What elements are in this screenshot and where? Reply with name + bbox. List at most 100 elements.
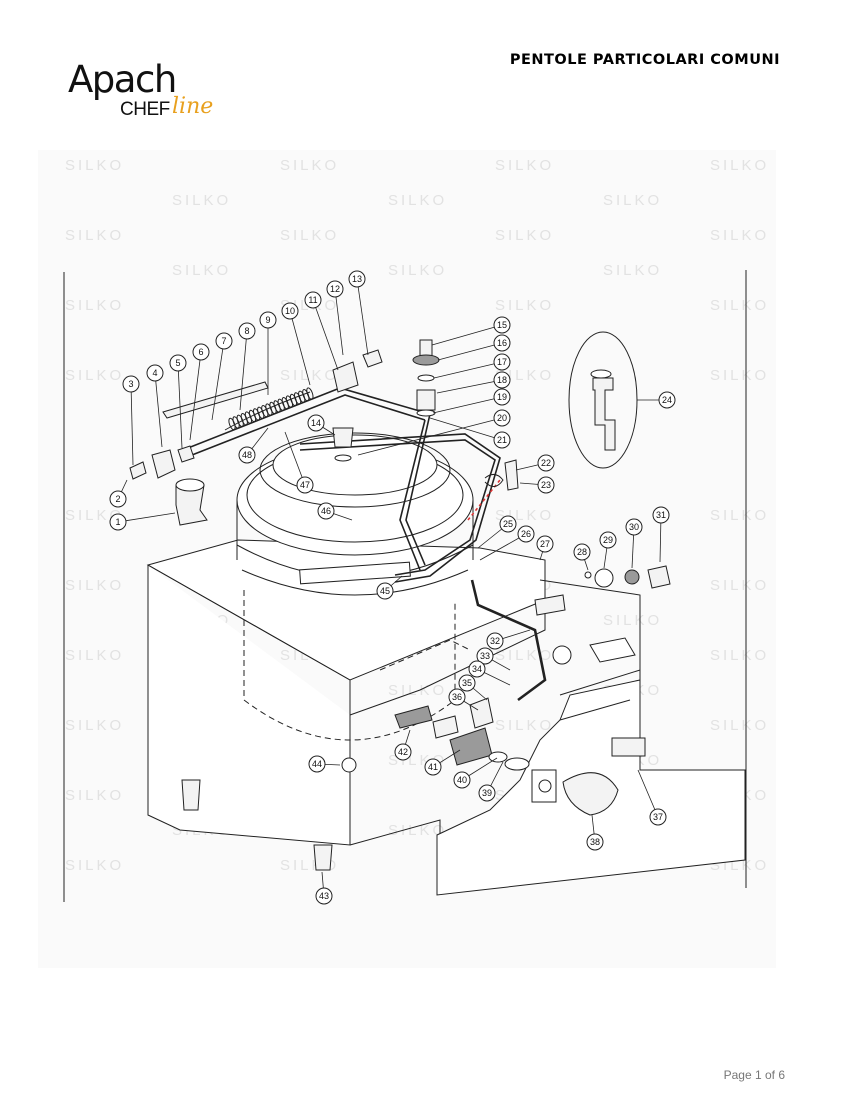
part-callout-label: 43 [319, 891, 329, 901]
part-callout-6: 6 [192, 343, 210, 361]
part-callout-22: 22 [537, 454, 555, 472]
part-callout-label: 2 [115, 494, 120, 504]
part-callout-30: 30 [625, 518, 643, 536]
part-callout-16: 16 [493, 334, 511, 352]
part-callout-label: 13 [352, 274, 362, 284]
leader-line [177, 362, 183, 449]
watermark-text: SILKO [710, 227, 769, 244]
watermark-text: SILKO [65, 647, 124, 664]
part-callout-39: 39 [478, 784, 496, 802]
part-callout-44: 44 [308, 755, 326, 773]
logo-script: line [172, 94, 214, 119]
part-callout-label: 28 [577, 547, 587, 557]
part-callout-label: 27 [540, 539, 550, 549]
part-callout-label: 3 [128, 379, 133, 389]
part-callout-9: 9 [259, 311, 277, 329]
leader-line [312, 299, 339, 371]
part-callout-label: 20 [497, 413, 507, 423]
watermark-text: SILKO [65, 157, 124, 174]
part-callout-label: 9 [265, 315, 270, 325]
part-callout-label: 22 [541, 458, 551, 468]
part-callout-label: 17 [497, 357, 507, 367]
watermark-text: SILKO [495, 647, 554, 664]
part-callout-label: 34 [472, 664, 482, 674]
part-callout-label: 23 [541, 480, 551, 490]
leader-line [154, 372, 163, 448]
part-callout-label: 38 [590, 837, 600, 847]
watermark-text: SILKO [280, 157, 339, 174]
part-callout-label: 12 [330, 284, 340, 294]
watermark-text: SILKO [65, 717, 124, 734]
part-callout-label: 35 [462, 678, 472, 688]
part-callout-15: 15 [493, 316, 511, 334]
part-callout-25: 25 [499, 515, 517, 533]
watermark-text: SILKO [172, 192, 231, 209]
part-callout-36: 36 [448, 688, 466, 706]
leader-line [433, 361, 503, 379]
part-callout-14: 14 [307, 414, 325, 432]
leader-line [437, 342, 503, 361]
part-callout-13: 13 [348, 270, 366, 288]
watermark-text: SILKO [710, 507, 769, 524]
leader-line [356, 278, 369, 356]
watermark-text: SILKO [603, 262, 662, 279]
watermark-text: SILKO [172, 262, 231, 279]
part-callout-42: 42 [394, 743, 412, 761]
part-callout-46: 46 [317, 502, 335, 520]
leader-line [429, 417, 503, 441]
part-callout-label: 47 [300, 480, 310, 490]
part-callout-29: 29 [599, 531, 617, 549]
part-callout-27: 27 [536, 535, 554, 553]
leader-line [284, 431, 306, 486]
part-callout-32: 32 [486, 632, 504, 650]
part-callout-11: 11 [304, 291, 322, 309]
watermark-text: SILKO [710, 647, 769, 664]
part-callout-41: 41 [424, 758, 442, 776]
part-callout-8: 8 [238, 322, 256, 340]
watermark-text: SILKO [710, 367, 769, 384]
part-callout-label: 41 [428, 762, 438, 772]
leader-line [189, 351, 202, 441]
appliance-body [146, 432, 746, 896]
part-callout-20: 20 [493, 409, 511, 427]
part-callout-label: 5 [175, 358, 180, 368]
watermark-text: SILKO [388, 262, 447, 279]
part-callout-label: 16 [497, 338, 507, 348]
part-callout-47: 47 [296, 476, 314, 494]
part-callout-23: 23 [537, 476, 555, 494]
part-callout-label: 48 [242, 450, 252, 460]
leader-line [431, 324, 503, 346]
part-callout-label: 11 [308, 295, 317, 305]
leader-line [289, 310, 311, 386]
part-callout-38: 38 [586, 833, 604, 851]
part-callout-label: 40 [457, 775, 467, 785]
part-callout-43: 43 [315, 887, 333, 905]
watermark-text: SILKO [603, 612, 662, 629]
watermark-text: SILKO [603, 192, 662, 209]
watermark-text: SILKO [280, 367, 339, 384]
part-callout-28: 28 [573, 543, 591, 561]
part-callout-label: 44 [312, 759, 322, 769]
part-callout-10: 10 [281, 302, 299, 320]
part-callout-21: 21 [493, 431, 511, 449]
part-callout-label: 45 [380, 586, 390, 596]
part-callout-1: 1 [109, 513, 127, 531]
leader-line [334, 288, 344, 356]
part-callout-label: 10 [285, 306, 295, 316]
part-callout-label: 19 [497, 392, 507, 402]
watermark-text: SILKO [65, 857, 124, 874]
part-callout-label: 46 [321, 506, 331, 516]
part-callout-5: 5 [169, 354, 187, 372]
part-callout-label: 30 [629, 522, 639, 532]
part-callout-37: 37 [649, 808, 667, 826]
leader-line [117, 512, 176, 523]
component-shapes [129, 339, 671, 871]
watermark-text: SILKO [388, 682, 447, 699]
watermark-text: SILKO [495, 157, 554, 174]
watermark-text: SILKO [65, 297, 124, 314]
part-callout-label: 1 [115, 517, 120, 527]
part-callout-18: 18 [493, 371, 511, 389]
watermark-text: SILKO [388, 822, 447, 839]
part-callout-label: 25 [503, 519, 513, 529]
